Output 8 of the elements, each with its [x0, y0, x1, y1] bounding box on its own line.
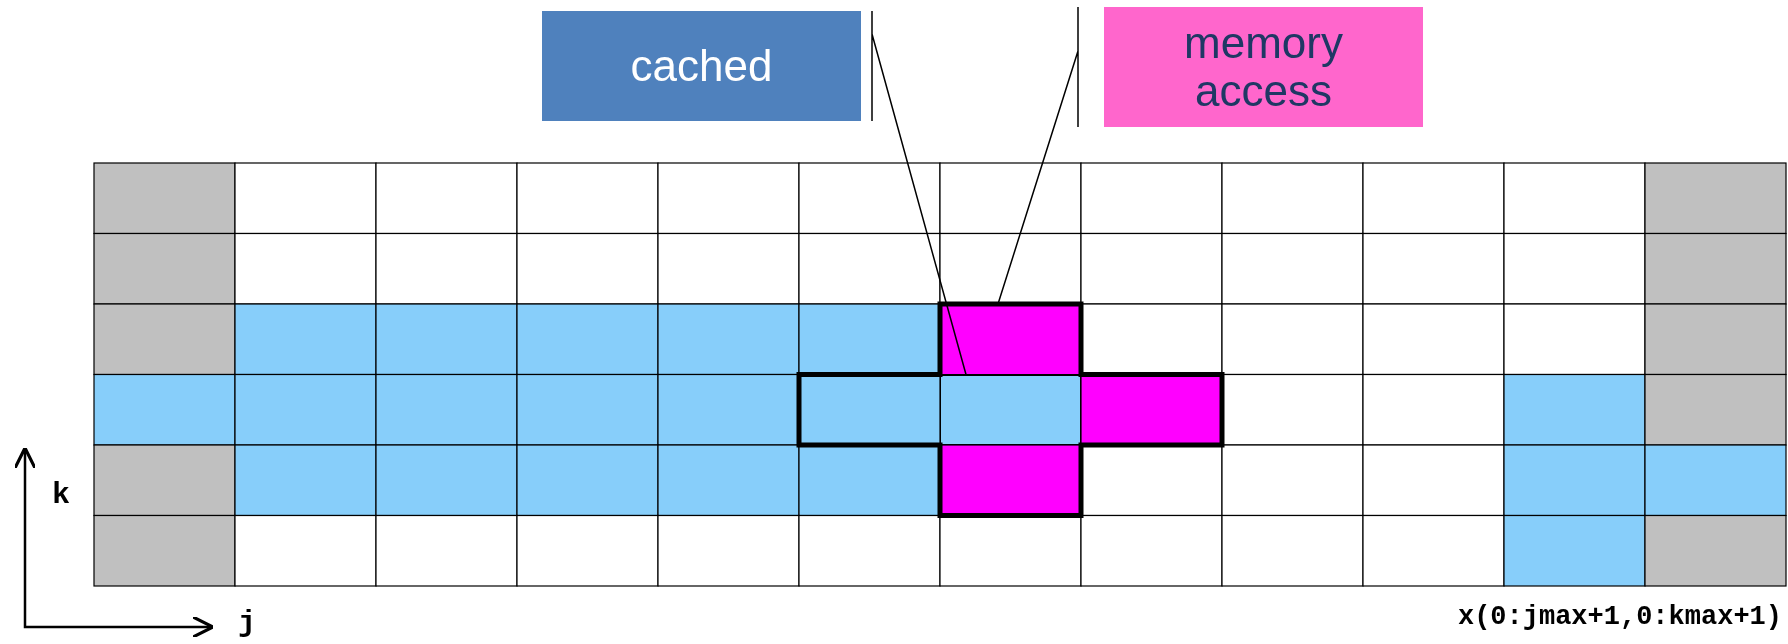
label-box: memory access [1104, 7, 1423, 127]
array-label: x(0:jmax+1,0:kmax+1) [1457, 602, 1782, 632]
axis-label: j [238, 606, 256, 640]
leader-line [871, 10, 967, 376]
label-box: cached [542, 11, 861, 121]
leader-line [997, 6, 1079, 305]
highlighted-cell [940, 374, 1081, 445]
axis-label: k [52, 478, 70, 512]
